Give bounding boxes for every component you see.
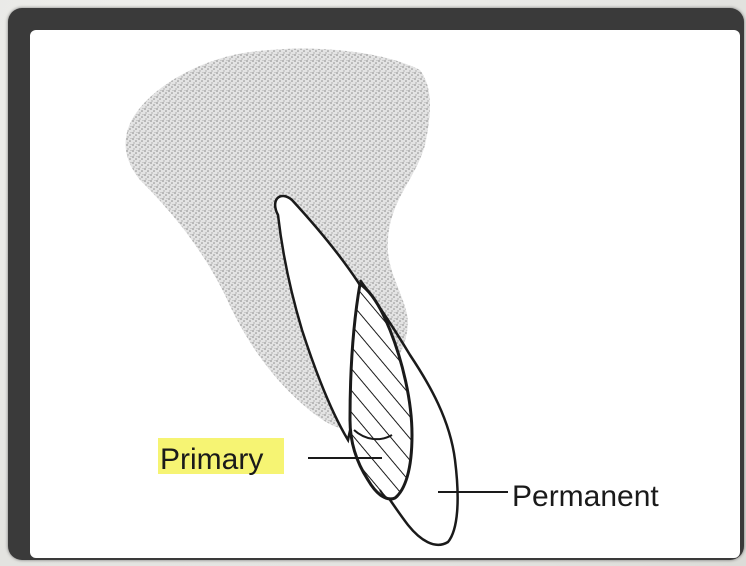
primary-label: Primary <box>160 443 263 476</box>
permanent-label: Permanent <box>512 480 659 513</box>
slide-frame: Primary Permanent <box>8 8 744 560</box>
diagram-canvas: Primary Permanent <box>30 30 740 558</box>
tooth-eruption-diagram: Primary Permanent <box>30 30 740 558</box>
